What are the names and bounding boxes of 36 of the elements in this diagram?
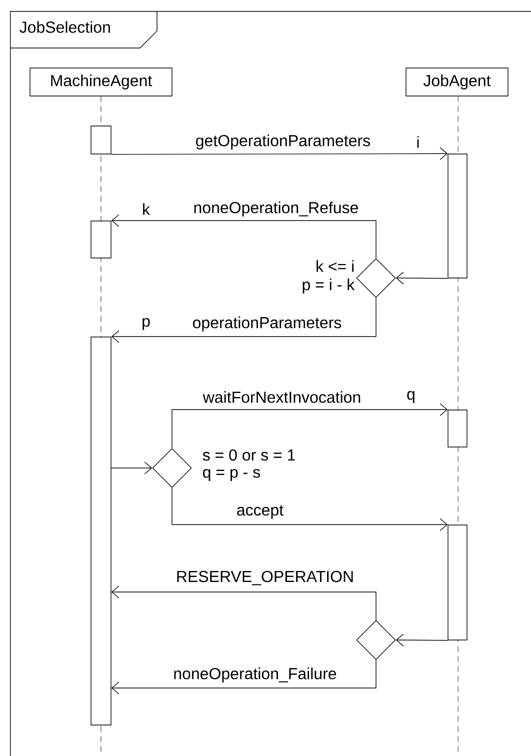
message-arrow (172, 488, 448, 531)
message-arrow (172, 403, 448, 448)
parameter-label: q (407, 391, 414, 403)
message-arrow (111, 586, 376, 620)
message-label: noneOperation_Failure (174, 668, 336, 682)
message-arrow (111, 660, 376, 694)
activation-bar (90, 336, 112, 726)
condition-text: p = i - k (302, 278, 355, 294)
activation-bar (90, 126, 112, 154)
message-arrow (111, 147, 448, 160)
decision-diamond (356, 258, 396, 298)
decision-diamond (356, 620, 396, 660)
lifeline-head-box: MachineAgent (30, 68, 172, 96)
message-arrow (396, 272, 448, 284)
message-arrow (111, 298, 376, 343)
parameter-label: p (142, 318, 150, 330)
message-label: waitForNextInvocation (202, 391, 360, 403)
parameter-label: i (417, 136, 419, 148)
activation-bar (448, 154, 468, 278)
message-label: getOperationParameters (196, 134, 370, 150)
activation-bar (448, 410, 468, 448)
message-label: noneOperation_Refuse (194, 202, 358, 216)
message-label: operationParameters (192, 316, 342, 332)
message-label: accept (237, 505, 284, 519)
message-label: RESERVE_OPERATION (177, 570, 353, 586)
parameter-label: k (143, 203, 150, 215)
message-arrow (396, 634, 448, 646)
decision-diamond (152, 448, 192, 488)
condition-text: k <= i (316, 260, 354, 272)
condition-text: s = 0 or s = 1 (202, 449, 295, 461)
condition-text: q = p - s (203, 469, 260, 481)
activation-bar (90, 220, 112, 258)
lifeline-head-box: JobAgent (406, 68, 508, 96)
message-arrow (111, 462, 152, 474)
activation-bar (448, 524, 468, 640)
message-arrow (111, 214, 376, 258)
